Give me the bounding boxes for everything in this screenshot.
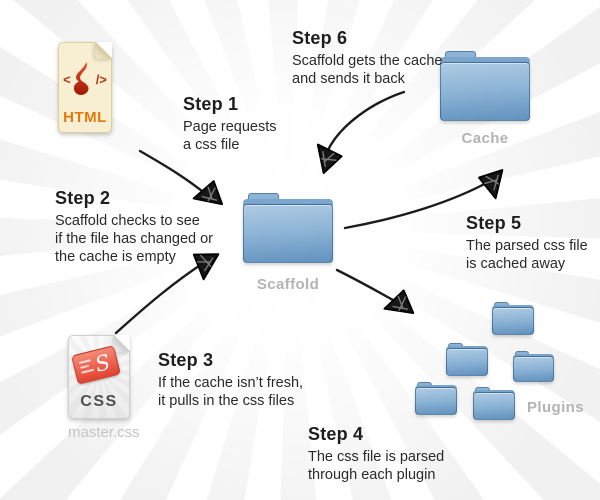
folder-front xyxy=(446,347,488,376)
scaffold-folder-label: Scaffold xyxy=(256,276,320,293)
folder-front xyxy=(473,391,515,420)
plugin-folder-icon xyxy=(492,302,534,335)
bracket-right: /> xyxy=(95,71,107,87)
step-1-line: Page requests xyxy=(183,119,277,135)
folder-tab xyxy=(494,302,509,308)
bracket-left: < xyxy=(63,71,71,87)
stylesheet-badge-icon: S xyxy=(71,345,122,385)
step-3-title: Step 3 xyxy=(158,350,214,370)
step-5-line: The parsed css file xyxy=(466,238,588,254)
step-3-note: Step 3 If the cache isn’t fresh, it pull… xyxy=(158,350,303,410)
arrow-step3-line xyxy=(114,260,207,335)
folder-tab xyxy=(515,351,530,356)
step-5-line: is cached away xyxy=(466,256,566,272)
step-1-title: Step 1 xyxy=(183,94,239,114)
css-file-label: CSS xyxy=(80,392,118,410)
plugin-folder-icon xyxy=(446,343,488,376)
arrowhead-step5 xyxy=(474,160,514,200)
step-4-note: Step 4 The css file is parsed through ea… xyxy=(308,424,444,484)
cache-folder-icon xyxy=(440,51,530,121)
badge-text-line xyxy=(80,364,90,369)
html-code-row: < /> xyxy=(59,61,111,98)
step-5-note: Step 5 The parsed css file is cached awa… xyxy=(466,213,588,273)
plugin-folder-icon xyxy=(513,351,554,382)
step-5-title: Step 5 xyxy=(466,213,522,233)
scaffold-folder-icon xyxy=(243,193,333,263)
page-fold-icon xyxy=(95,42,112,59)
css-file-caption: master.css xyxy=(68,424,140,441)
arrowhead-step4 xyxy=(383,286,422,325)
css-page: S CSS xyxy=(68,335,130,419)
folder-front xyxy=(513,355,554,382)
step-3-line: If the cache isn’t fresh, xyxy=(158,375,304,391)
folder-tab xyxy=(444,51,476,63)
folder-tab xyxy=(448,343,463,349)
cache-folder-label: Cache xyxy=(461,130,509,147)
html-file-label: HTML xyxy=(63,108,107,126)
step-4-title: Step 4 xyxy=(308,424,364,444)
flame-icon xyxy=(73,61,89,95)
folder-front xyxy=(440,61,530,121)
step-6-note: Step 6 Scaffold gets the cache and sends… xyxy=(292,28,442,88)
folder-front xyxy=(243,203,333,263)
plugins-label: Plugins xyxy=(527,399,584,416)
step-2-title: Step 2 xyxy=(55,188,111,208)
step-1-note: Step 1 Page requests a css file xyxy=(183,94,277,154)
step-2-note: Step 2 Scaffold checks to see if the fil… xyxy=(55,188,213,266)
step-1-line: a css file xyxy=(183,137,240,153)
folder-tab xyxy=(417,382,432,388)
step-2-line: if the file has changed or xyxy=(55,231,213,247)
step-3-line: it pulls in the css files xyxy=(158,393,295,409)
page-fold-icon xyxy=(113,335,130,352)
arrowhead-step6 xyxy=(310,143,344,178)
folder-front xyxy=(492,306,534,335)
arrow-step4-line xyxy=(335,268,402,306)
css-file-icon: S CSS xyxy=(68,335,130,419)
folder-front xyxy=(415,386,457,415)
folder-tab xyxy=(475,387,490,393)
plugin-folder-icon xyxy=(415,382,457,415)
step-4-line: The css file is parsed xyxy=(308,449,445,465)
step-6-line: and sends it back xyxy=(292,71,405,87)
badge-letter: S xyxy=(93,349,113,377)
arrow-step6-line xyxy=(325,90,406,154)
badge-text-line xyxy=(81,368,95,374)
step-2-line: the cache is empty xyxy=(55,249,176,265)
plugin-folder-icon xyxy=(473,387,515,420)
step-6-title: Step 6 xyxy=(292,28,348,48)
folder-tab xyxy=(247,193,279,205)
step-6-line: Scaffold gets the cache xyxy=(292,53,443,69)
html-page: < /> HTML xyxy=(58,42,112,133)
html-file-icon: < /> HTML xyxy=(58,42,112,133)
step-2-line: Scaffold checks to see xyxy=(55,213,200,229)
step-4-line: through each plugin xyxy=(308,467,436,483)
badge-text-line xyxy=(79,359,92,364)
